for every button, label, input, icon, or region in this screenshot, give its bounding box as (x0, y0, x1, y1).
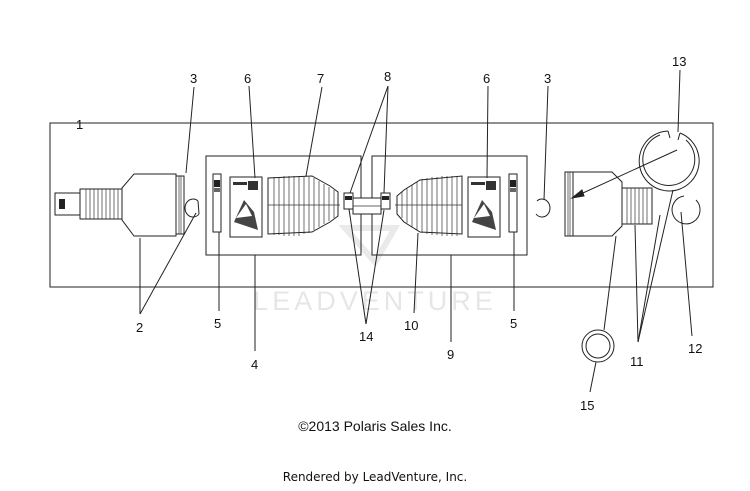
callout-6-left: 6 (244, 71, 251, 86)
cv-boot-left (267, 175, 340, 236)
cv-boot-right (395, 175, 463, 236)
callout-3-left: 3 (190, 71, 197, 86)
callout-3-right: 3 (544, 71, 551, 86)
snap-ring-left (184, 198, 200, 218)
callout-7: 7 (317, 71, 324, 86)
callout-labels: 1 2 3 3 4 5 5 6 6 7 8 9 10 11 12 13 14 1… (76, 54, 702, 413)
callout-1: 1 (76, 117, 83, 132)
outer-cv-joint (54, 173, 185, 237)
callout-9: 9 (447, 347, 454, 362)
callout-4: 4 (251, 357, 258, 372)
snap-ring-right (535, 198, 551, 218)
small-clamp-left (343, 192, 354, 210)
callout-11: 11 (630, 354, 644, 369)
callout-15: 15 (580, 398, 594, 413)
large-retaining-ring (638, 130, 700, 192)
callout-12: 12 (688, 341, 702, 356)
leader-lines (139, 69, 693, 393)
rendered-by-text: Rendered by LeadVenture, Inc. (282, 470, 468, 484)
callout-5-left: 5 (214, 316, 221, 331)
small-retaining-ring (671, 195, 701, 225)
assembly-frame (49, 122, 714, 288)
callout-2: 2 (136, 320, 143, 335)
small-clamp-right (380, 192, 391, 210)
watermark-text: LEADVENTURE (253, 286, 497, 316)
callout-13: 13 (672, 54, 686, 69)
inner-cv-joint (564, 171, 653, 237)
watermark: LEADVENTURE (253, 225, 497, 316)
callout-14: 14 (359, 329, 373, 344)
grease-pack-right (467, 176, 501, 238)
seal-ring (581, 329, 615, 363)
callout-8: 8 (384, 69, 391, 84)
callout-5-right: 5 (510, 316, 517, 331)
boot-clamp-right (508, 173, 518, 233)
grease-pack-left (229, 176, 263, 238)
callout-10: 10 (404, 318, 418, 333)
copyright-text: ©2013 Polaris Sales Inc. (298, 418, 452, 434)
callout-6-right: 6 (483, 71, 490, 86)
boot-clamp-left (212, 173, 222, 233)
